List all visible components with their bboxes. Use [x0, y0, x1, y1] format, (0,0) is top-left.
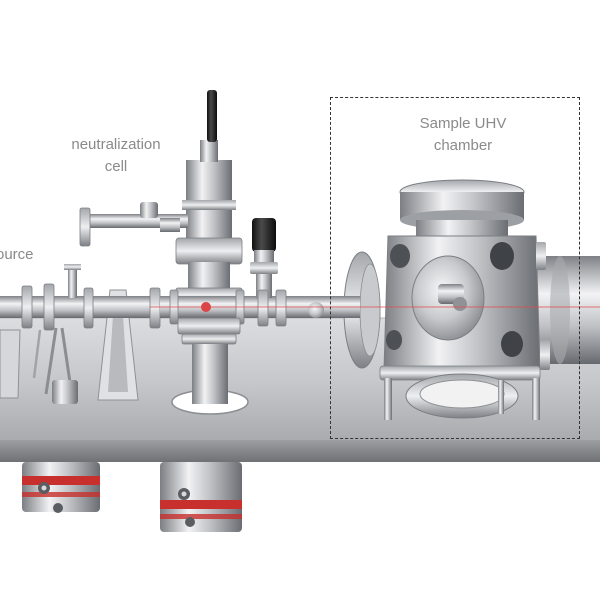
sample-chamber-label: Sample UHV chamber [388, 113, 538, 157]
sample-uhv-chamber [330, 179, 600, 420]
sample-label-line2: chamber [433, 137, 493, 154]
neutralization-label-line1: neutralization [71, 136, 161, 153]
table-leg-left [22, 462, 100, 513]
sample-label-line1: Sample UHV [419, 115, 507, 132]
ion-source-label-text: ource [0, 246, 34, 263]
neutralization-label-line2: cell [104, 158, 128, 175]
sample-chamber-highlight-box [330, 97, 580, 439]
ion-source-label: ource [0, 244, 34, 266]
neutralization-cell [79, 90, 330, 404]
neutralization-cell-label: neutralization cell [56, 134, 176, 178]
ion-source-section [0, 264, 180, 404]
table-leg-right [160, 462, 242, 532]
